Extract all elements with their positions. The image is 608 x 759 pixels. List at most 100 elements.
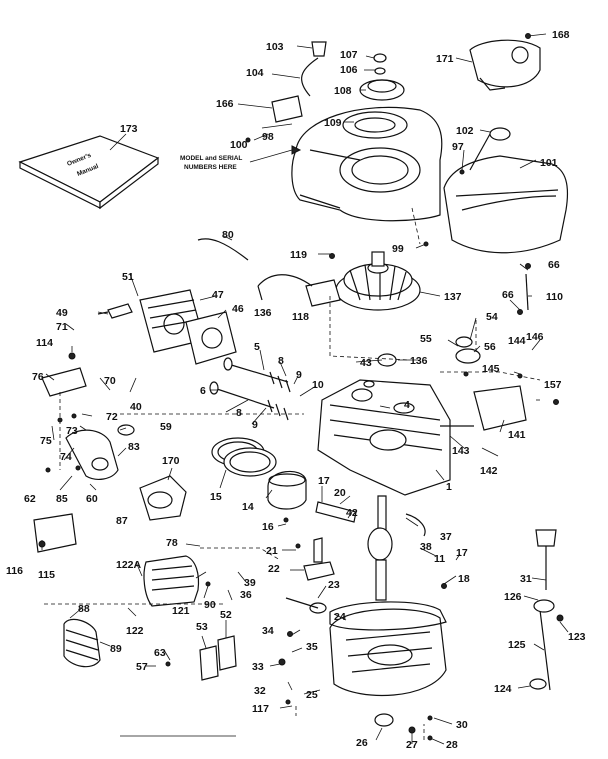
label-122: 122: [126, 625, 144, 637]
breather: [455, 336, 481, 364]
muffler-guard: [469, 39, 541, 91]
label-14: 14: [242, 501, 254, 513]
label-122a: 122A: [116, 559, 142, 571]
label-97: 97: [452, 141, 464, 153]
label-109: 109: [324, 117, 342, 129]
label-52: 52: [220, 609, 232, 621]
flywheel: [335, 251, 421, 311]
label-21: 21: [266, 545, 278, 557]
label-35: 35: [306, 641, 318, 653]
label-20: 20: [334, 487, 346, 499]
label-63: 63: [154, 647, 166, 659]
label-43: 43: [360, 357, 372, 369]
label-75: 75: [40, 435, 52, 447]
label-57: 57: [136, 661, 148, 673]
label-70: 70: [104, 375, 116, 387]
label-78: 78: [166, 537, 178, 549]
label-168: 168: [552, 29, 570, 41]
label-71: 71: [56, 321, 68, 333]
label-55: 55: [420, 333, 432, 345]
label-28: 28: [446, 739, 458, 751]
label-66a: 66: [548, 259, 560, 271]
head-gasket: [185, 311, 237, 365]
label-124: 124: [494, 683, 512, 695]
label-31: 31: [520, 573, 532, 585]
label-47: 47: [212, 289, 224, 301]
label-136a: 136: [254, 307, 272, 319]
model-serial-line-2: NUMBERS HERE: [184, 164, 237, 171]
label-143: 143: [452, 445, 470, 457]
intake-gaskets: [199, 635, 237, 681]
label-16: 16: [262, 521, 274, 533]
label-33: 33: [252, 661, 264, 673]
label-166: 166: [216, 98, 234, 110]
label-126: 126: [504, 591, 522, 603]
label-115: 115: [38, 569, 55, 581]
label-42: 42: [346, 507, 358, 519]
label-87: 87: [116, 515, 128, 527]
blower-housing: [291, 106, 443, 222]
label-32: 32: [254, 685, 266, 697]
owners-manual: Owner's Manual: [18, 135, 160, 210]
label-118: 118: [292, 311, 309, 323]
governor-cup: [363, 353, 397, 388]
label-1: 1: [446, 481, 452, 493]
air-cleaner: [143, 555, 200, 607]
piston: [267, 470, 307, 510]
label-142: 142: [480, 465, 498, 477]
label-104: 104: [246, 67, 264, 79]
label-107: 107: [340, 49, 358, 61]
governor-gear: [285, 597, 327, 614]
label-22: 22: [268, 563, 280, 575]
label-102: 102: [456, 125, 474, 137]
valves: [209, 357, 291, 421]
label-85: 85: [56, 493, 68, 505]
guide-line-6: [440, 371, 541, 381]
label-123: 123: [568, 631, 586, 643]
label-30: 30: [456, 719, 468, 731]
model-serial-line-1: MODEL and SERIAL: [180, 155, 242, 162]
decal: [271, 95, 303, 123]
label-8b: 8: [236, 407, 242, 419]
label-34: 34: [262, 625, 274, 637]
callouts: 103 104 166 100 98 173 107 106 108 109 1…: [6, 29, 586, 751]
label-8a: 8: [278, 355, 284, 367]
label-53: 53: [196, 621, 208, 633]
label-144: 144: [508, 335, 526, 347]
label-117: 117: [252, 703, 269, 715]
label-157: 157: [544, 379, 562, 391]
label-145: 145: [482, 363, 500, 375]
label-18: 18: [458, 573, 470, 585]
label-17a: 17: [318, 475, 330, 487]
label-89: 89: [110, 643, 122, 655]
label-119: 119: [290, 249, 307, 261]
dipstick-tube: [529, 599, 555, 691]
label-103: 103: [266, 41, 284, 53]
governor-bracket: [473, 385, 527, 431]
fuel-filter: [63, 618, 101, 668]
oil-sump: [329, 608, 447, 697]
label-25: 25: [306, 689, 318, 701]
intake-manifold: [65, 429, 119, 480]
label-37: 37: [440, 531, 452, 543]
ground-wire: [197, 238, 249, 261]
label-5: 5: [254, 341, 260, 353]
label-4: 4: [404, 399, 410, 411]
label-62: 62: [24, 493, 36, 505]
label-100: 100: [230, 139, 248, 151]
label-9b: 9: [252, 419, 258, 431]
label-146: 146: [526, 331, 544, 343]
label-66b: 66: [502, 289, 514, 301]
label-137: 137: [444, 291, 462, 303]
fasteners: [38, 33, 564, 741]
dipstick: [535, 529, 557, 590]
label-23: 23: [328, 579, 340, 591]
throttle-knob: [301, 41, 327, 97]
label-114: 114: [36, 337, 53, 349]
crankshaft: [367, 495, 393, 601]
label-39: 39: [244, 577, 256, 589]
label-24: 24: [334, 611, 346, 623]
label-101: 101: [540, 157, 558, 169]
crank-seal: [405, 513, 426, 537]
